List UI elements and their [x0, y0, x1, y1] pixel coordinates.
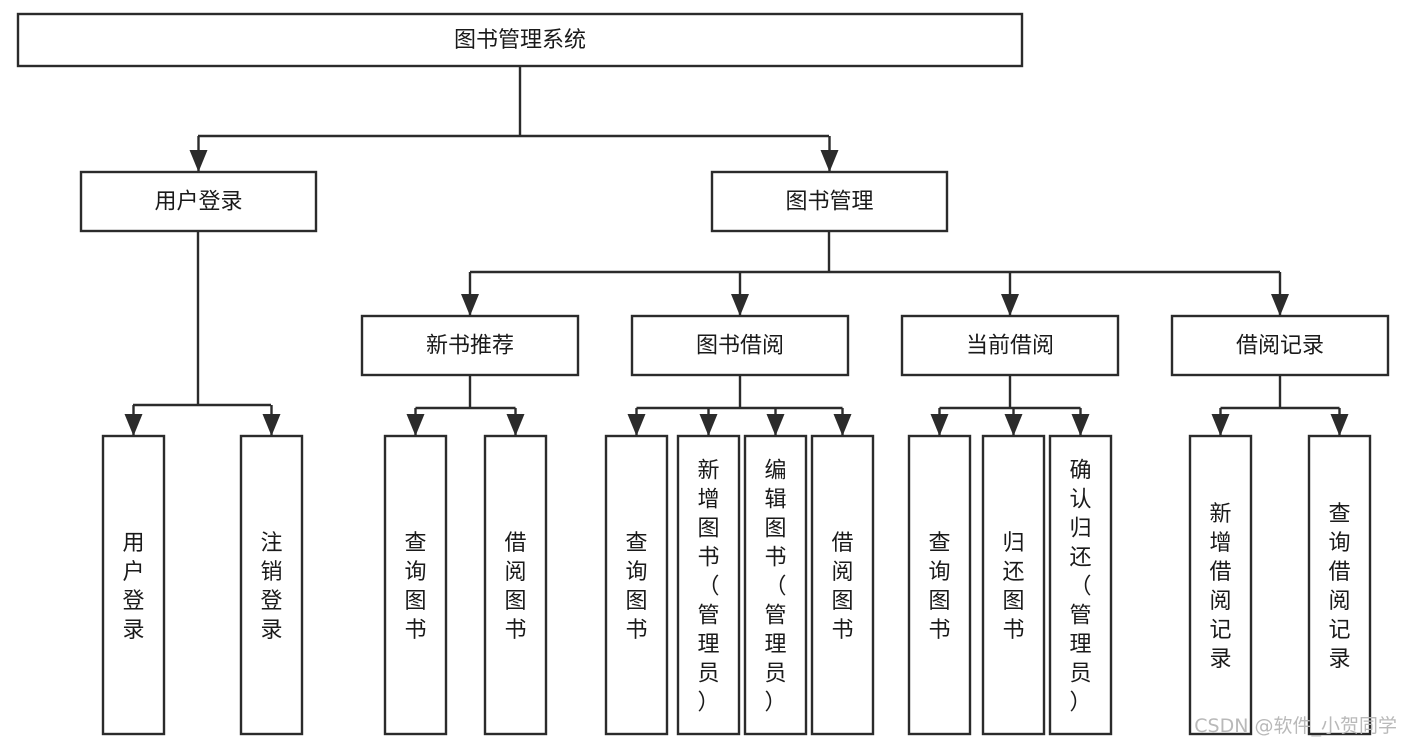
node-leaf-confirm-return-admin[interactable]: 确认归还（管理员）: [1048, 434, 1113, 736]
node-box-user-login[interactable]: [79, 170, 318, 233]
node-label-leaf-user-login: 用户登录: [122, 531, 144, 643]
arrow-head-icon-leaf-query-book-current: [930, 414, 949, 436]
node-box-borrow-record[interactable]: [1170, 314, 1390, 377]
node-label-borrow-record: 借阅记录: [1236, 334, 1324, 359]
node-label-leaf-query-book-current: 查询图书: [928, 531, 950, 643]
arrow-head-icon-borrow-record: [1271, 294, 1289, 316]
arrow-head-icon-leaf-add-book-admin: [699, 414, 718, 436]
arrow-head-icon-leaf-return-book: [1004, 414, 1023, 436]
node-label-new-book-recommend: 新书推荐: [426, 334, 514, 359]
arrow-head-icon-leaf-query-book-borrow: [627, 414, 646, 436]
node-box-root[interactable]: [16, 12, 1024, 68]
node-current-borrow[interactable]: 当前借阅: [900, 314, 1120, 377]
arrow-head-icon-leaf-add-borrow-record: [1211, 414, 1230, 436]
arrow-head-icon-leaf-logout-login: [262, 414, 281, 436]
node-leaf-add-borrow-record[interactable]: 新增借阅记录: [1188, 434, 1253, 736]
node-layer: 图书管理系统用户登录图书管理新书推荐图书借阅当前借阅借阅记录用户登录注销登录查询…: [16, 12, 1390, 736]
arrow-head-icon-book-borrow: [731, 294, 749, 316]
node-label-user-login: 用户登录: [154, 190, 242, 215]
node-leaf-query-book-current[interactable]: 查询图书: [907, 434, 972, 736]
node-box-leaf-confirm-return-admin[interactable]: [1048, 434, 1113, 736]
node-root[interactable]: 图书管理系统: [16, 12, 1024, 68]
node-leaf-query-book-recommend[interactable]: 查询图书: [383, 434, 448, 736]
node-box-book-manage[interactable]: [710, 170, 949, 233]
node-leaf-query-book-borrow[interactable]: 查询图书: [604, 434, 669, 736]
node-box-leaf-edit-book-admin[interactable]: [743, 434, 808, 736]
node-box-leaf-query-book-recommend[interactable]: [383, 434, 448, 736]
arrow-head-icon-leaf-query-borrow-record: [1330, 414, 1349, 436]
node-label-book-borrow: 图书借阅: [696, 334, 784, 359]
arrow-head-icon-book-manage: [820, 150, 839, 172]
node-label-current-borrow: 当前借阅: [966, 334, 1054, 359]
node-label-leaf-borrow-book: 借阅图书: [831, 531, 853, 643]
node-leaf-edit-book-admin[interactable]: 编辑图书（管理员）: [743, 434, 808, 736]
node-box-leaf-logout-login[interactable]: [239, 434, 304, 736]
node-label-leaf-edit-book-admin: 编辑图书（管理员）: [764, 459, 786, 716]
arrow-head-icon-current-borrow: [1001, 294, 1019, 316]
node-label-leaf-query-book-borrow: 查询图书: [625, 531, 647, 643]
node-box-leaf-user-login[interactable]: [101, 434, 166, 736]
node-label-leaf-confirm-return-admin: 确认归还（管理员）: [1069, 459, 1091, 716]
node-leaf-add-book-admin[interactable]: 新增图书（管理员）: [676, 434, 741, 736]
node-leaf-borrow-book[interactable]: 借阅图书: [810, 434, 875, 736]
arrow-head-icon-user-login: [189, 150, 208, 172]
node-box-leaf-borrow-book[interactable]: [810, 434, 875, 736]
node-label-book-manage: 图书管理: [785, 190, 873, 215]
csdn-watermark: CSDN @软件_小贺同学: [1194, 715, 1397, 737]
node-label-root: 图书管理系统: [454, 28, 586, 53]
arrow-head-icon-leaf-query-book-recommend: [406, 414, 425, 436]
node-box-leaf-query-book-borrow[interactable]: [604, 434, 669, 736]
node-box-leaf-query-borrow-record[interactable]: [1307, 434, 1372, 736]
node-label-leaf-query-borrow-record: 查询借阅记录: [1328, 502, 1350, 672]
node-borrow-record[interactable]: 借阅记录: [1170, 314, 1390, 377]
node-book-borrow[interactable]: 图书借阅: [630, 314, 850, 377]
arrow-head-icon-leaf-borrow-book: [833, 414, 852, 436]
arrow-head-icon-leaf-borrow-book-recommend: [506, 414, 525, 436]
node-box-leaf-add-book-admin[interactable]: [676, 434, 741, 736]
node-new-book-recommend[interactable]: 新书推荐: [360, 314, 580, 377]
arrow-head-icon-new-book-recommend: [461, 294, 479, 316]
node-label-leaf-add-borrow-record: 新增借阅记录: [1209, 502, 1231, 672]
arrow-head-icon-leaf-edit-book-admin: [766, 414, 785, 436]
node-label-leaf-add-book-admin: 新增图书（管理员）: [697, 459, 719, 716]
node-box-leaf-add-borrow-record[interactable]: [1188, 434, 1253, 736]
node-box-leaf-borrow-book-recommend[interactable]: [483, 434, 548, 736]
node-box-book-borrow[interactable]: [630, 314, 850, 377]
node-box-leaf-query-book-current[interactable]: [907, 434, 972, 736]
node-book-manage[interactable]: 图书管理: [710, 170, 949, 233]
node-leaf-return-book[interactable]: 归还图书: [981, 434, 1046, 736]
arrow-head-icon-leaf-confirm-return-admin: [1071, 414, 1090, 436]
node-leaf-user-login[interactable]: 用户登录: [101, 434, 166, 736]
node-box-current-borrow[interactable]: [900, 314, 1120, 377]
node-leaf-borrow-book-recommend[interactable]: 借阅图书: [483, 434, 548, 736]
node-label-leaf-borrow-book-recommend: 借阅图书: [504, 531, 526, 643]
node-label-leaf-logout-login: 注销登录: [260, 531, 282, 643]
node-label-leaf-query-book-recommend: 查询图书: [404, 531, 426, 643]
arrow-head-icon-leaf-user-login: [124, 414, 143, 436]
node-label-leaf-return-book: 归还图书: [1002, 531, 1024, 643]
node-user-login[interactable]: 用户登录: [79, 170, 318, 233]
node-leaf-logout-login[interactable]: 注销登录: [239, 434, 304, 736]
node-box-new-book-recommend[interactable]: [360, 314, 580, 377]
node-box-leaf-return-book[interactable]: [981, 434, 1046, 736]
node-leaf-query-borrow-record[interactable]: 查询借阅记录: [1307, 434, 1372, 736]
connector-layer: [124, 66, 1349, 436]
